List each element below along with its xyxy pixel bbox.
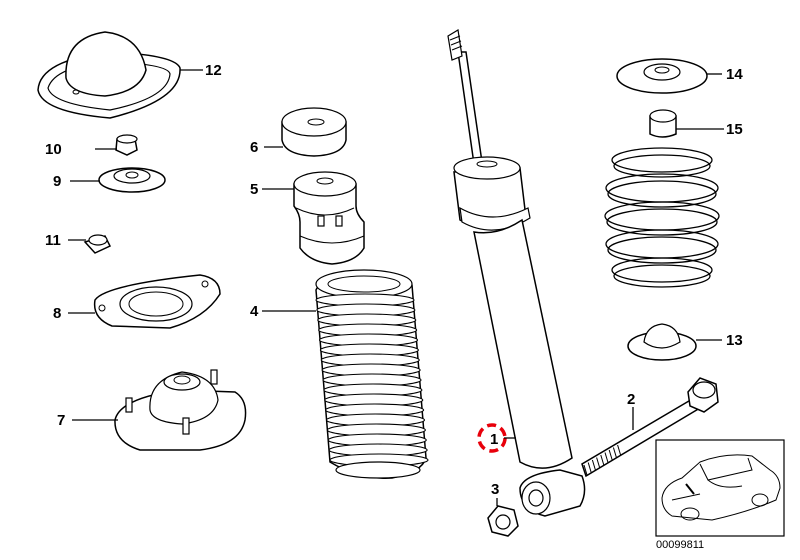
part-15-bushing[interactable]	[649, 109, 677, 138]
part-13-spring-pad[interactable]	[627, 323, 697, 361]
part-10-nut[interactable]	[115, 134, 138, 156]
callout-7: 7	[57, 412, 65, 429]
vehicle-thumbnail	[655, 439, 785, 537]
part-3-nut[interactable]	[487, 505, 519, 537]
coil-spring[interactable]	[604, 147, 720, 288]
part-6-cup[interactable]	[281, 107, 347, 157]
callout-6: 6	[250, 139, 258, 156]
callout-2: 2	[627, 391, 635, 408]
callout-1: 1	[490, 431, 498, 448]
part-1-shock-absorber[interactable]	[447, 29, 586, 517]
callout-1-highlight	[477, 423, 516, 453]
dust-boot-ribs	[315, 293, 429, 467]
callout-4: 4	[250, 303, 259, 320]
part-4-dust-boot[interactable]	[315, 269, 429, 479]
part-11-flange-nut[interactable]	[83, 234, 112, 254]
callout-3: 3	[491, 481, 499, 498]
part-7-strut-mount[interactable]	[114, 369, 247, 451]
callout-13: 13	[726, 332, 743, 349]
callout-15: 15	[726, 121, 743, 138]
car-outline-icon	[661, 454, 781, 521]
part-8-gasket[interactable]	[93, 274, 221, 329]
callout-14: 14	[726, 66, 743, 83]
reference-code: 00099811	[656, 539, 704, 551]
callout-9: 9	[53, 173, 61, 190]
part-12-mount-cap[interactable]	[37, 31, 181, 119]
part-2-bolt[interactable]	[581, 377, 719, 478]
part-14-spring-pad[interactable]	[616, 58, 708, 94]
callout-11: 11	[45, 232, 61, 249]
bolt-threads	[583, 444, 622, 476]
part-9-washer[interactable]	[98, 167, 166, 193]
callout-12: 12	[205, 62, 222, 79]
callout-5: 5	[250, 181, 258, 198]
part-5-bump-stop[interactable]	[293, 171, 365, 265]
callout-8: 8	[53, 305, 61, 322]
callout-10: 10	[45, 141, 62, 158]
